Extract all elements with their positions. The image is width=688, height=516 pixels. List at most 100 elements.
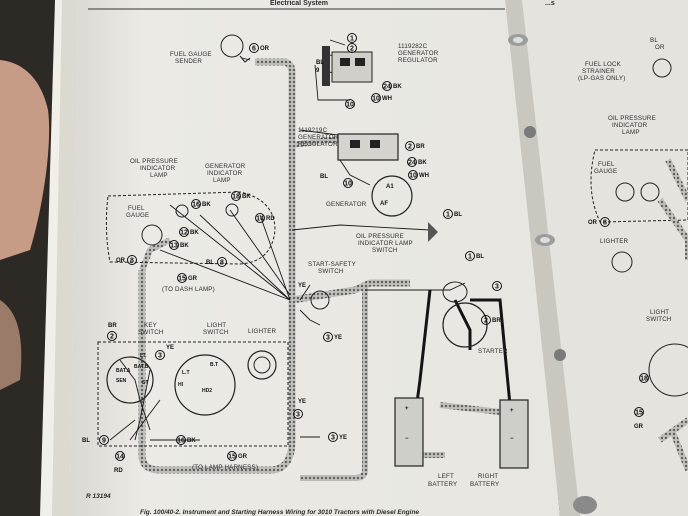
svg-text:BK: BK <box>187 438 196 444</box>
svg-text:9: 9 <box>102 438 106 445</box>
svg-text:BAT.B: BAT.B <box>134 364 149 370</box>
svg-text:+: + <box>510 408 514 414</box>
svg-text:A1: A1 <box>386 184 394 190</box>
svg-text:−: − <box>510 436 514 442</box>
svg-text:BL: BL <box>316 60 324 66</box>
svg-text:9: 9 <box>316 68 320 74</box>
svg-text:3: 3 <box>495 284 499 291</box>
main-harness <box>138 58 296 474</box>
svg-text:14: 14 <box>116 454 124 461</box>
svg-text:BK: BK <box>242 194 251 200</box>
svg-text:OR: OR <box>588 220 598 226</box>
svg-text:BL: BL <box>82 438 90 444</box>
svg-text:GR: GR <box>634 424 644 430</box>
svg-text:YE: YE <box>339 435 347 441</box>
hand-background <box>0 60 50 260</box>
figure-caption: Fig. 100/40-2. Instrument and Starting H… <box>140 509 419 516</box>
svg-text:(TO DASH LAMP): (TO DASH LAMP) <box>162 286 215 293</box>
terminal-labels: LT. BAT.A BAT.B SEN ST B.T L.T HD2 HI <box>116 353 218 394</box>
svg-text:16: 16 <box>177 438 185 445</box>
right-page <box>512 0 688 516</box>
svg-text:10: 10 <box>346 102 354 109</box>
svg-text:3: 3 <box>158 353 162 360</box>
svg-text:13: 13 <box>170 243 178 250</box>
svg-text:+: + <box>405 406 409 412</box>
svg-text:LIGHTER: LIGHTER <box>600 238 629 245</box>
svg-text:8: 8 <box>220 260 224 267</box>
svg-text:(TO LAMP HARNESS): (TO LAMP HARNESS) <box>192 464 258 471</box>
right-battery-shape <box>499 399 529 469</box>
right-title: ...s <box>545 0 555 7</box>
svg-text:BK: BK <box>418 160 427 166</box>
svg-text:OR: OR <box>116 258 126 264</box>
svg-text:YE: YE <box>166 345 174 351</box>
svg-text:15: 15 <box>228 454 236 461</box>
svg-text:WH: WH <box>419 173 429 179</box>
svg-text:OR: OR <box>260 46 270 52</box>
svg-text:−: − <box>405 436 409 442</box>
svg-text:12: 12 <box>180 230 188 237</box>
svg-text:YE: YE <box>334 335 342 341</box>
svg-text:YE: YE <box>298 399 306 405</box>
svg-text:1: 1 <box>446 212 450 219</box>
svg-text:BR: BR <box>416 144 425 150</box>
svg-text:BK: BK <box>202 202 211 208</box>
svg-text:WH: WH <box>382 96 392 102</box>
svg-text:HI: HI <box>178 382 184 388</box>
svg-text:18: 18 <box>640 376 648 383</box>
svg-text:LT.: LT. <box>140 353 147 359</box>
svg-text:2: 2 <box>408 144 412 151</box>
svg-text:3: 3 <box>326 335 330 342</box>
svg-text:HD2: HD2 <box>202 388 212 394</box>
svg-text:BAT.A: BAT.A <box>116 368 131 374</box>
svg-text:18: 18 <box>232 194 240 201</box>
svg-text:YE: YE <box>298 283 306 289</box>
svg-text:GENERATOR: GENERATOR <box>326 201 367 208</box>
svg-text:3: 3 <box>331 435 335 442</box>
svg-text:BL: BL <box>476 254 484 260</box>
svg-text:STARTER: STARTER <box>478 348 508 355</box>
svg-text:L.T: L.T <box>182 370 190 376</box>
svg-text:AF: AF <box>380 201 388 207</box>
svg-text:10: 10 <box>409 173 417 180</box>
svg-text:RD: RD <box>266 216 275 222</box>
svg-text:1: 1 <box>350 36 354 43</box>
figure-code: R 13194 <box>86 493 111 500</box>
svg-text:BL: BL <box>206 260 214 266</box>
svg-text:24: 24 <box>408 160 416 167</box>
svg-text:15: 15 <box>178 276 186 283</box>
svg-text:1: 1 <box>468 254 472 261</box>
svg-text:BL: BL <box>320 174 328 180</box>
svg-text:16: 16 <box>192 202 200 209</box>
svg-text:GR: GR <box>238 454 248 460</box>
svg-text:14: 14 <box>256 216 264 223</box>
svg-text:15: 15 <box>635 410 643 417</box>
svg-text:LIGHTER: LIGHTER <box>248 328 277 335</box>
binder-rings <box>508 34 597 514</box>
svg-text:10: 10 <box>372 96 380 103</box>
svg-text:SEN: SEN <box>116 378 127 384</box>
svg-text:B.T: B.T <box>210 362 218 368</box>
svg-text:BK: BK <box>180 243 189 249</box>
svg-text:BR: BR <box>492 318 501 324</box>
svg-text:24: 24 <box>383 84 391 91</box>
svg-text:10: 10 <box>344 181 352 188</box>
